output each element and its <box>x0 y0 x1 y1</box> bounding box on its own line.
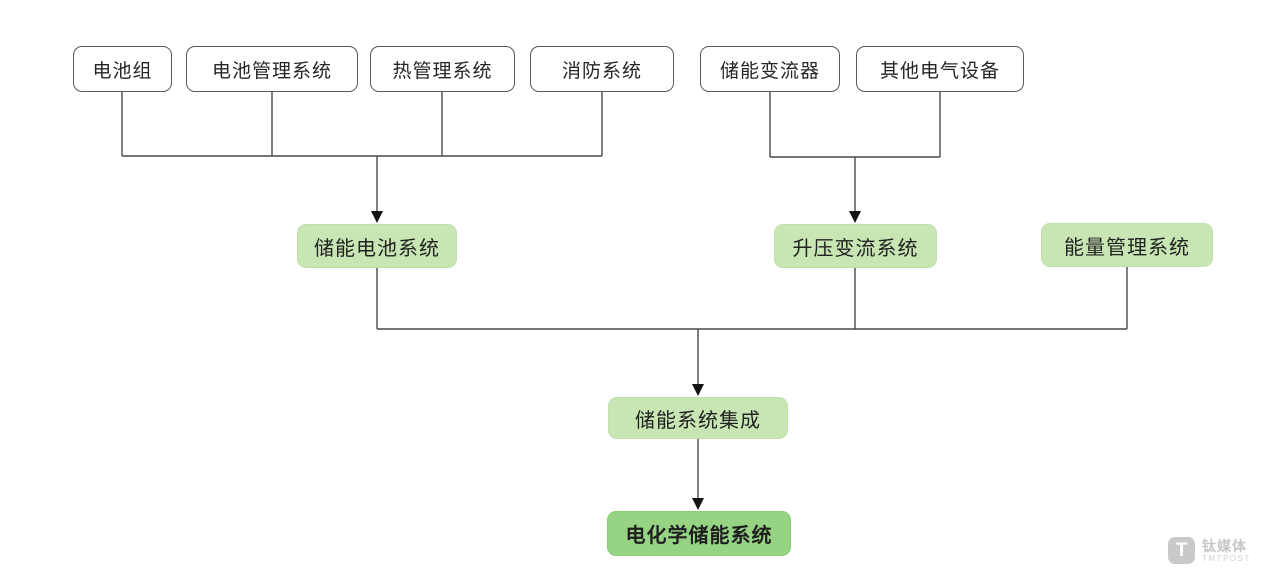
arrowhead-integration <box>692 384 704 396</box>
node-thermal-management-system: 热管理系统 <box>370 46 515 92</box>
node-battery-pack: 电池组 <box>73 46 172 92</box>
arrowhead-battery-system <box>371 211 383 223</box>
arrowhead-boost-converter <box>849 211 861 223</box>
node-storage-converter: 储能变流器 <box>700 46 840 92</box>
tmtpost-logo-icon: T <box>1168 537 1195 564</box>
node-storage-battery-system: 储能电池系统 <box>297 224 457 268</box>
watermark-brand: 钛媒体 <box>1202 537 1247 554</box>
watermark: T 钛媒体 TMTPOST <box>1168 537 1251 564</box>
watermark-text: 钛媒体 TMTPOST <box>1202 537 1251 563</box>
node-electrochemical-storage-system: 电化学储能系统 <box>607 511 791 556</box>
node-energy-management-system: 能量管理系统 <box>1041 223 1213 267</box>
node-battery-management-system: 电池管理系统 <box>186 46 358 92</box>
watermark-subbrand: TMTPOST <box>1202 553 1251 563</box>
node-boost-converter-system: 升压变流系统 <box>774 224 937 268</box>
arrowhead-electrochemical <box>692 498 704 510</box>
node-fire-protection-system: 消防系统 <box>530 46 674 92</box>
node-other-electrical-equipment: 其他电气设备 <box>856 46 1024 92</box>
node-storage-system-integration: 储能系统集成 <box>608 397 788 439</box>
